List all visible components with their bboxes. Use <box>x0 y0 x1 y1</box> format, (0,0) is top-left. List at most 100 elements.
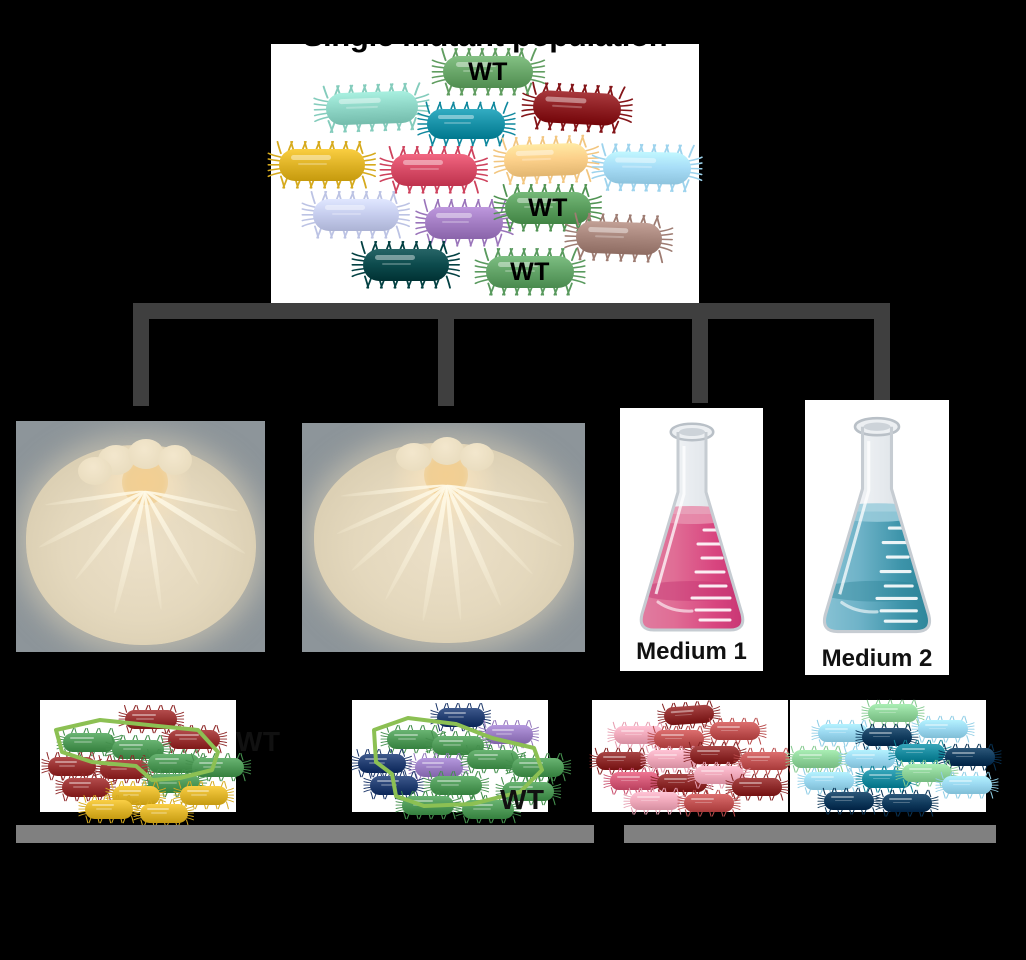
bacterium-highlight <box>119 743 144 747</box>
bacterium <box>55 773 117 802</box>
bacterium-highlight <box>509 785 534 789</box>
bacterium-highlight <box>155 757 180 761</box>
bracket-arm-1 <box>133 303 149 406</box>
bacterium-highlight <box>909 767 932 771</box>
bacterium <box>935 771 999 799</box>
bacterium-stripe <box>523 766 542 768</box>
bacterium <box>416 101 516 147</box>
bacterium-stripe <box>74 741 93 743</box>
bacterium <box>623 787 687 815</box>
bacterium-stripe <box>879 711 896 714</box>
bacterium-highlight <box>403 160 443 165</box>
bacterium <box>687 761 751 789</box>
bacterium-body <box>85 800 133 819</box>
bacterium-stripe <box>425 766 442 768</box>
bacterium-stripe <box>444 122 471 125</box>
wt-label: WT <box>528 193 568 222</box>
bacterium-stripe <box>495 733 512 735</box>
bacterium-stripe <box>190 794 207 796</box>
bacterium <box>785 745 849 773</box>
bacterium <box>313 82 431 134</box>
bacterium-highlight <box>869 773 892 777</box>
bacterium-body <box>740 752 790 770</box>
bacterium-stripe <box>505 270 536 273</box>
bacterium-highlight <box>717 725 740 729</box>
bacterium-stripe <box>442 221 469 224</box>
bacterium-highlight <box>831 795 854 799</box>
bacterium-highlight <box>825 727 848 731</box>
bacterium-body <box>62 778 110 797</box>
bacterium-body <box>63 733 115 752</box>
bacterium-highlight <box>869 731 892 735</box>
summary-bar-right <box>624 825 996 843</box>
bacterium-stripe <box>72 786 89 788</box>
bacterium-highlight <box>739 781 762 785</box>
bacterium <box>683 741 747 769</box>
bacterium-highlight <box>68 781 91 785</box>
bacterium-body <box>610 772 660 790</box>
bacterium-highlight <box>199 761 224 765</box>
bacterium-stripe <box>473 808 492 810</box>
bacterium <box>379 146 489 194</box>
bacterium-highlight <box>325 205 365 210</box>
bacterium-body <box>804 772 854 790</box>
bacterium-stripe <box>625 733 642 736</box>
bacterium-stripe <box>873 735 890 738</box>
summary-bar-left <box>16 825 594 843</box>
bacterium-highlight <box>175 733 200 737</box>
bacterium-highlight <box>691 797 714 801</box>
bacterium-stripe <box>705 773 722 776</box>
bacterium-body <box>313 199 399 231</box>
bacterium-stripe <box>110 768 127 770</box>
flask-panel-medium-1: Medium 1 <box>620 408 763 671</box>
result-bacteria-3 <box>589 700 797 817</box>
bacterium <box>505 753 571 782</box>
bracket-horizontal <box>133 303 890 319</box>
bacterium-body <box>918 720 968 738</box>
bacterium-body <box>391 154 477 186</box>
bacterium-stripe <box>743 785 760 788</box>
bacterium-highlight <box>654 753 677 757</box>
bacterium-body <box>942 776 992 794</box>
bacterium-highlight <box>409 799 434 803</box>
bacterium <box>351 241 461 289</box>
bacterium-stripe <box>297 163 328 166</box>
bacterium-highlight <box>811 775 834 779</box>
bacterium <box>78 795 140 824</box>
bacterium-highlight <box>697 749 720 753</box>
bacterium-body <box>112 740 164 759</box>
bacterium-body <box>630 792 680 810</box>
bacterium-stripe <box>159 782 178 784</box>
bacterium-body <box>415 758 463 777</box>
bacterium-stripe <box>913 771 930 774</box>
page-title: Single mutant population <box>302 18 668 53</box>
bacterium-body <box>140 804 188 823</box>
bacterium-stripe <box>381 263 412 266</box>
bacterium-highlight <box>517 198 557 203</box>
bacterium <box>811 719 875 747</box>
bacterium-body <box>895 744 945 762</box>
result-panel-4 <box>785 699 1002 817</box>
bacterium-stripe <box>478 758 497 760</box>
bacterium-stripe <box>665 737 682 740</box>
bacterium-body <box>818 724 868 742</box>
bacterium-highlight <box>498 262 539 267</box>
bacterium <box>105 735 171 764</box>
bacterium-body <box>387 730 439 749</box>
bacterium-stripe <box>668 781 685 784</box>
bacterium-highlight <box>491 728 514 732</box>
bacterium <box>380 725 446 754</box>
bacterium <box>911 715 975 743</box>
bacterium-body <box>945 748 995 766</box>
flask-panel-medium-2: Medium 2 <box>805 400 949 675</box>
bacterium-stripe <box>906 751 923 754</box>
bacterium-highlight <box>617 775 640 779</box>
bacterium-stripe <box>929 727 946 730</box>
bacterium <box>492 134 600 186</box>
bacterium-body <box>427 109 505 139</box>
bacterium-highlight <box>375 255 415 260</box>
bacterium-stripe <box>721 729 738 732</box>
bacterium <box>520 81 634 134</box>
bacterium-highlight <box>91 803 114 807</box>
bacterium-stripe <box>803 757 820 760</box>
